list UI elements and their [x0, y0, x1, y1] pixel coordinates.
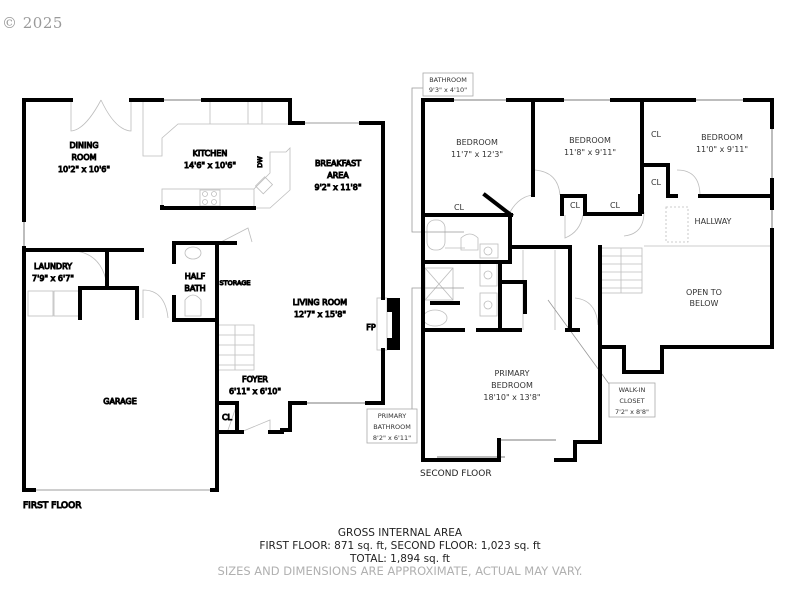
copyright-notice: © 2025: [2, 14, 63, 32]
fixture-lines: [23, 99, 388, 491]
room-storage-name: STORAGE: [220, 279, 251, 287]
room-closet-3: CL: [610, 201, 621, 210]
room-closet-name: CL: [222, 413, 233, 422]
room-dining-dims: 10'2" x 10'6": [58, 165, 110, 174]
room-primary-bedroom-name2: BEDROOM: [491, 381, 533, 390]
second-floor-labels: BATHROOM 9'3" x 4'10" BEDROOM 11'7" x 12…: [373, 76, 748, 479]
callouts: [366, 72, 656, 444]
room-open-below-name2: BELOW: [690, 299, 719, 308]
area-title: GROSS INTERNAL AREA: [337, 527, 463, 539]
first-floor: DINING ROOM 10'2" x 10'6" KITCHEN 14'6" …: [22, 98, 400, 512]
room-bedroom-1-name: BEDROOM: [456, 138, 498, 147]
area-total: TOTAL: 1,894 sq. ft: [349, 553, 451, 565]
area-disclaimer: SIZES AND DIMENSIONS ARE APPROXIMATE, AC…: [217, 564, 583, 578]
room-bedroom-2-name: BEDROOM: [569, 136, 611, 145]
room-kitchen-name: KITCHEN: [193, 149, 228, 158]
callout-primary-bath-name: PRIMARY: [378, 412, 407, 420]
callout-primary-bath-name2: BATHROOM: [373, 423, 411, 431]
room-closet-5: CL: [651, 178, 662, 187]
room-half-bath-name2: BATH: [184, 284, 205, 293]
room-kitchen-dims: 14'6" x 10'6": [184, 161, 236, 170]
callout-bathroom-name: BATHROOM: [429, 76, 467, 84]
fireplace-icon: [387, 298, 400, 350]
room-breakfast-dims: 9'2" x 11'8": [314, 183, 361, 192]
room-living-name: LIVING ROOM: [293, 298, 348, 307]
room-open-below-name: OPEN TO: [686, 288, 722, 297]
room-bedroom-3-name: BEDROOM: [701, 133, 743, 142]
first-floor-labels: DINING ROOM 10'2" x 10'6" KITCHEN 14'6" …: [23, 141, 377, 512]
room-half-bath-name: HALF: [185, 272, 206, 281]
room-closet-4: CL: [651, 130, 662, 139]
room-hallway-name: HALLWAY: [695, 217, 732, 226]
room-primary-bedroom-name: PRIMARY: [494, 369, 529, 378]
room-foyer-dims: 6'11" x 6'10": [229, 387, 281, 396]
room-bedroom-3-dims: 11'0" x 9'11": [696, 145, 748, 154]
second-floor: BATHROOM 9'3" x 4'10" BEDROOM 11'7" x 12…: [366, 72, 774, 479]
area-floors: FIRST FLOOR: 871 sq. ft, SECOND FLOOR: 1…: [259, 540, 541, 552]
room-breakfast-name: BREAKFAST: [315, 159, 361, 168]
room-breakfast-name2: AREA: [327, 171, 349, 180]
room-dining-name2: ROOM: [71, 153, 96, 162]
callout-primary-bath-dims: 8'2" x 6'11": [373, 434, 411, 442]
room-living-dims: 12'7" x 15'8": [294, 310, 346, 319]
callout-walkin-dims: 7'2" x 8'8": [615, 408, 649, 416]
second-floor-label: SECOND FLOOR: [420, 469, 492, 479]
walls: [22, 98, 385, 492]
room-bedroom-2-dims: 11'8" x 9'11": [564, 148, 616, 157]
callout-walkin-name2: CLOSET: [619, 397, 644, 405]
room-primary-bedroom-dims: 18'10" x 13'8": [483, 393, 540, 402]
room-laundry-dims: 7'9" x 6'7": [32, 274, 74, 283]
room-closet-1: CL: [454, 203, 465, 212]
callout-bathroom-dims: 9'3" x 4'10": [429, 86, 467, 94]
walls-2: [421, 98, 774, 462]
room-dining-name: DINING: [69, 141, 98, 150]
callout-walkin-name: WALK-IN: [619, 386, 646, 394]
first-floor-label: FIRST FLOOR: [23, 501, 81, 511]
room-garage-name: GARAGE: [103, 397, 137, 406]
room-closet-2: CL: [570, 201, 581, 210]
room-bedroom-1-dims: 11'7" x 12'3": [451, 150, 503, 159]
room-laundry-name: LAUNDRY: [34, 262, 72, 271]
fireplace-label: FP: [366, 323, 376, 332]
room-foyer-name: FOYER: [242, 375, 268, 384]
dishwasher-label: DW: [256, 156, 264, 168]
